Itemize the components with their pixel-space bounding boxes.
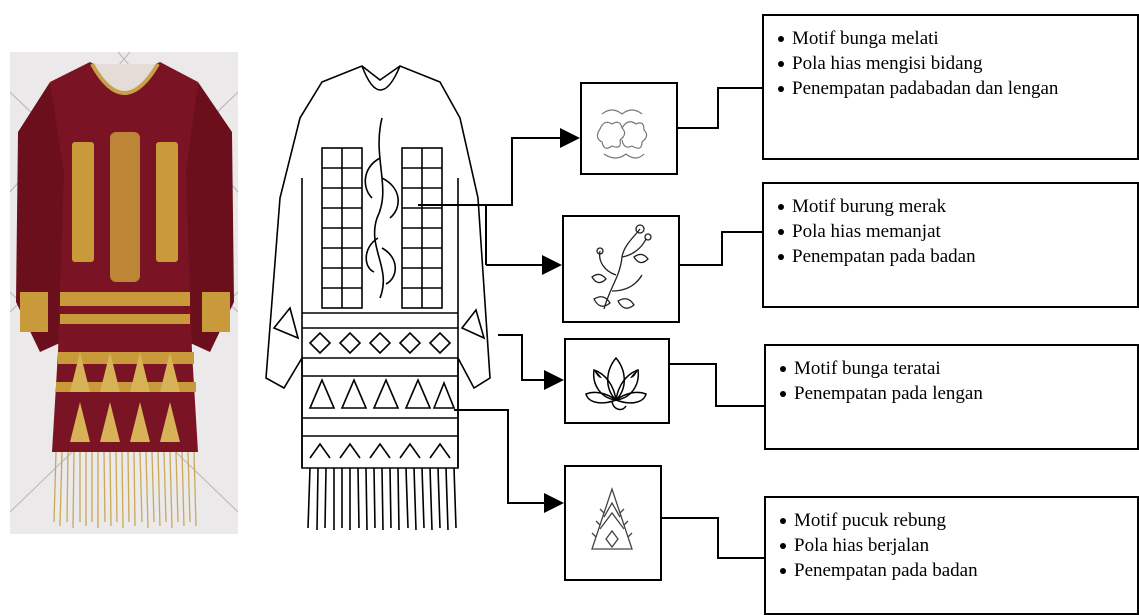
bullet-list-1: Motif bunga melati Pola hias mengisi bid… [778, 26, 1123, 101]
bullet-list-3: Motif bunga teratai Penempatan pada leng… [780, 356, 1123, 406]
jasmine-flower-motif-icon [596, 109, 648, 159]
garment-sketch [262, 58, 492, 540]
motif-thumbnail-2 [562, 215, 680, 323]
bullet-item: Motif burung merak [778, 194, 1123, 219]
bullet-item: Pola hias mengisi bidang [778, 51, 1123, 76]
leader-4 [662, 517, 764, 559]
lotus-flower-motif-icon [585, 356, 647, 411]
peacock-vine-motif-icon [591, 224, 652, 310]
arrow-3 [498, 334, 564, 390]
blouse-line-drawing-icon [265, 65, 491, 531]
motif-thumbnail-1 [580, 82, 678, 175]
description-box-2: Motif burung merak Pola hias memanjat Pe… [762, 182, 1139, 308]
bullet-item: Pola hias berjalan [780, 533, 1123, 558]
arrow-1 [486, 128, 580, 206]
arrow-4 [454, 409, 564, 513]
bullet-item: Motif bunga melati [778, 26, 1123, 51]
bullet-list-4: Motif pucuk rebung Pola hias berjalan Pe… [780, 508, 1123, 583]
pointer-line-1 [418, 204, 487, 265]
bullet-item: Pola hias memanjat [778, 219, 1123, 244]
description-box-1: Motif bunga melati Pola hias mengisi bid… [762, 14, 1139, 160]
bamboo-shoot-motif-icon [591, 486, 633, 550]
bullet-item: Penempatan pada badan [780, 558, 1123, 583]
motif-thumbnail-4 [564, 465, 662, 581]
garment-photo [10, 52, 238, 534]
bullet-list-2: Motif burung merak Pola hias memanjat Pe… [778, 194, 1123, 269]
bullet-item: Motif bunga teratai [780, 356, 1123, 381]
embroidered-blouse-photo-icon [10, 52, 238, 534]
bullet-item: Penempatan pada lengan [780, 381, 1123, 406]
description-box-3: Motif bunga teratai Penempatan pada leng… [764, 344, 1139, 450]
leader-1 [678, 87, 762, 129]
description-box-4: Motif pucuk rebung Pola hias berjalan Pe… [764, 496, 1139, 615]
motif-thumbnail-3 [564, 338, 670, 424]
leader-3 [670, 363, 764, 407]
bullet-item: Motif pucuk rebung [780, 508, 1123, 533]
leader-2 [680, 231, 762, 266]
bullet-item: Penempatan padabadan dan lengan [778, 76, 1123, 101]
bullet-item: Penempatan pada badan [778, 244, 1123, 269]
